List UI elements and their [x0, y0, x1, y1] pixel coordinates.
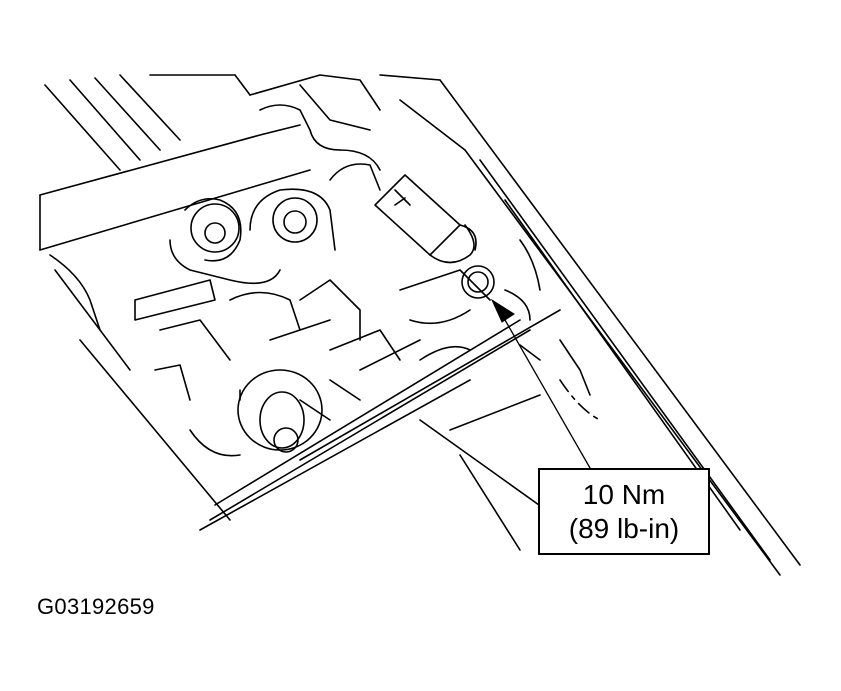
torque-spec-callout: 10 Nm (89 lb-in): [538, 468, 710, 555]
gasket-seal: [239, 379, 601, 421]
figure-id: G03192659: [37, 594, 155, 619]
sensor-connector-icon: [374, 174, 477, 264]
torque-value-lb-in: (89 lb-in): [568, 512, 680, 544]
pointer-arrow-icon: [490, 298, 591, 469]
plug-bore: [237, 369, 323, 453]
bore-holes: [190, 197, 318, 253]
torque-value-nm: 10 Nm: [582, 478, 666, 510]
housing-outline: [39, 74, 801, 576]
hex-bolt-icon: [461, 265, 495, 299]
valve-body-passages: [134, 104, 591, 457]
